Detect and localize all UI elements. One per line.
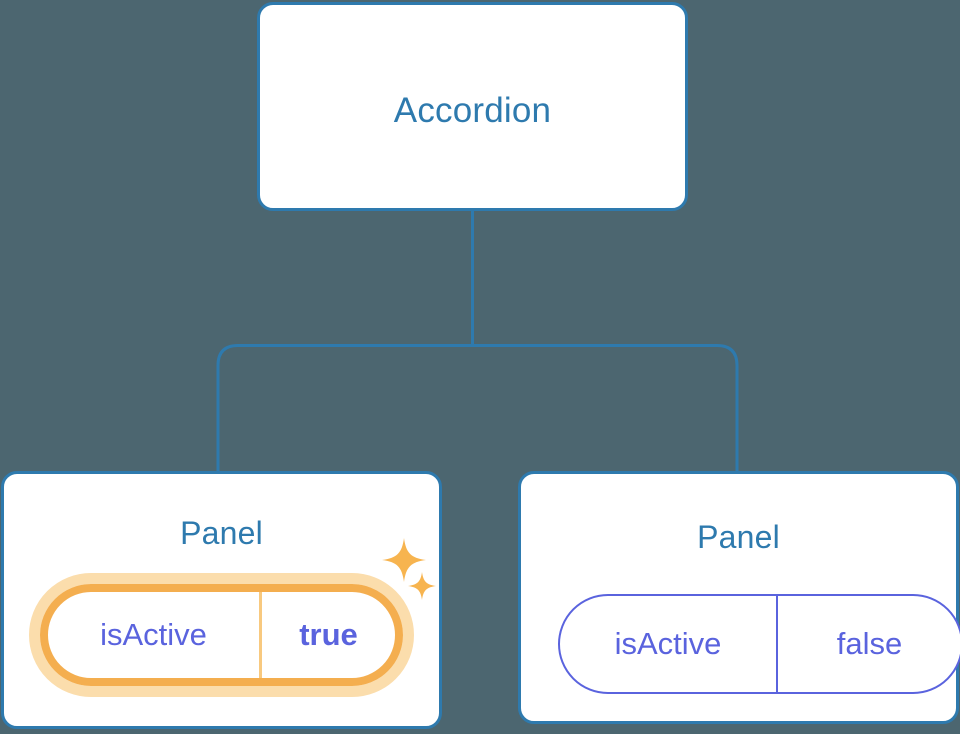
prop-key-label: isActive (100, 617, 207, 652)
prop-pill-isactive-true[interactable]: isActive true (40, 584, 403, 686)
connector-bracket-left (216, 344, 473, 472)
prop-pill-divider (259, 592, 262, 678)
node-panel-inactive[interactable]: Panel isActive false (518, 471, 960, 724)
prop-pill-highlight-glow (29, 573, 414, 697)
node-accordion-title: Accordion (393, 91, 552, 130)
node-panel-inactive-title: Panel (697, 519, 780, 555)
node-panel-active-title: Panel (180, 515, 263, 551)
prop-pill-divider (776, 596, 778, 692)
node-accordion[interactable]: Accordion (257, 2, 688, 211)
prop-pill-isactive-false[interactable]: isActive false (558, 594, 960, 694)
prop-key-label: isActive (614, 626, 722, 661)
prop-value-label: true (299, 617, 358, 652)
node-panel-active[interactable]: Panel isActive true (1, 471, 442, 729)
prop-value-label: false (836, 626, 903, 661)
connector-bracket-right (472, 344, 739, 472)
